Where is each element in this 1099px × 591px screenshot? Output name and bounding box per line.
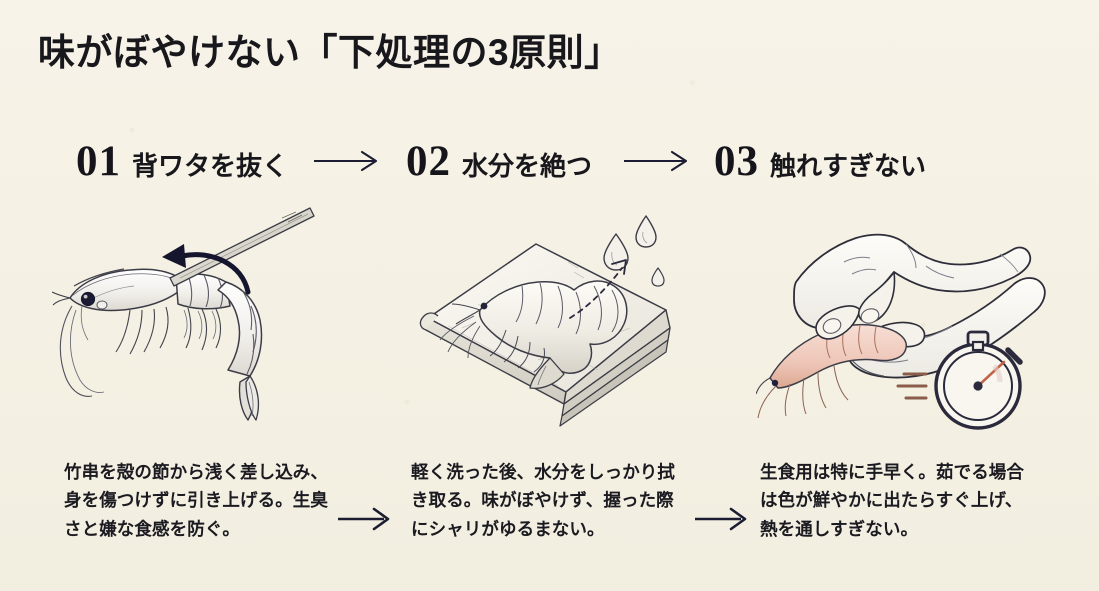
- upper-hand: [793, 233, 1032, 340]
- step-caption-02: 軽く洗った後、水分をしっかり拭き取る。味がぼやけず、握った際にシャリがゆるまない…: [411, 462, 675, 539]
- step-label-02: 水分を絶つ: [462, 150, 593, 181]
- illustration-shrimp-with-bamboo-skewer: [52, 206, 352, 446]
- step-number-03: 03: [714, 137, 760, 185]
- step-label-01: 背ワタを抜く: [132, 150, 289, 181]
- illustration-hands-holding-shrimp-with-stopwatch: [756, 206, 1056, 446]
- arrow-step-1-to-2-icon: [312, 150, 386, 172]
- illustrations-row: [0, 206, 1099, 531]
- water-droplets: [603, 215, 665, 287]
- panel-arrow-2-to-3-icon: [693, 506, 755, 532]
- speed-motion-lines: [896, 372, 928, 400]
- illustration-shrimp-on-folded-cloth-with-droplets: [418, 206, 708, 446]
- panel-arrow-1-to-2-icon: [336, 506, 398, 532]
- steps-header-row: 01 背ワタを抜く 02 水分を絶つ 03 触れすぎない: [0, 133, 1099, 189]
- step-header-03: 03 触れすぎない: [714, 140, 926, 183]
- page-title: 味がぼやけない「下処理の3原則」: [38, 32, 622, 73]
- step-header-01: 01 背ワタを抜く: [76, 140, 288, 183]
- stopwatch-icon: [934, 330, 1023, 430]
- step-label-03: 触れすぎない: [770, 150, 927, 181]
- step-number-01: 01: [76, 137, 121, 185]
- moisture-escape-arrow-icon: [569, 259, 627, 319]
- step-header-02: 02 水分を絶つ: [406, 140, 592, 183]
- bamboo-skewer: [169, 207, 315, 287]
- shrimp-body-group: [52, 268, 263, 421]
- step-caption-03: 生食用は特に手早く。茹でる場合は色が鮮やかに出たらすぐ上げ、熱を通しすぎない。: [760, 462, 1024, 539]
- step-number-02: 02: [406, 137, 452, 185]
- arrow-step-2-to-3-icon: [622, 150, 696, 172]
- lift-arrow-icon: [162, 244, 251, 295]
- step-caption-01: 竹串を殻の節から浅く差し込み、身を傷つけずに引き上げる。生臭さと嫌な食感を防ぐ。: [64, 462, 328, 539]
